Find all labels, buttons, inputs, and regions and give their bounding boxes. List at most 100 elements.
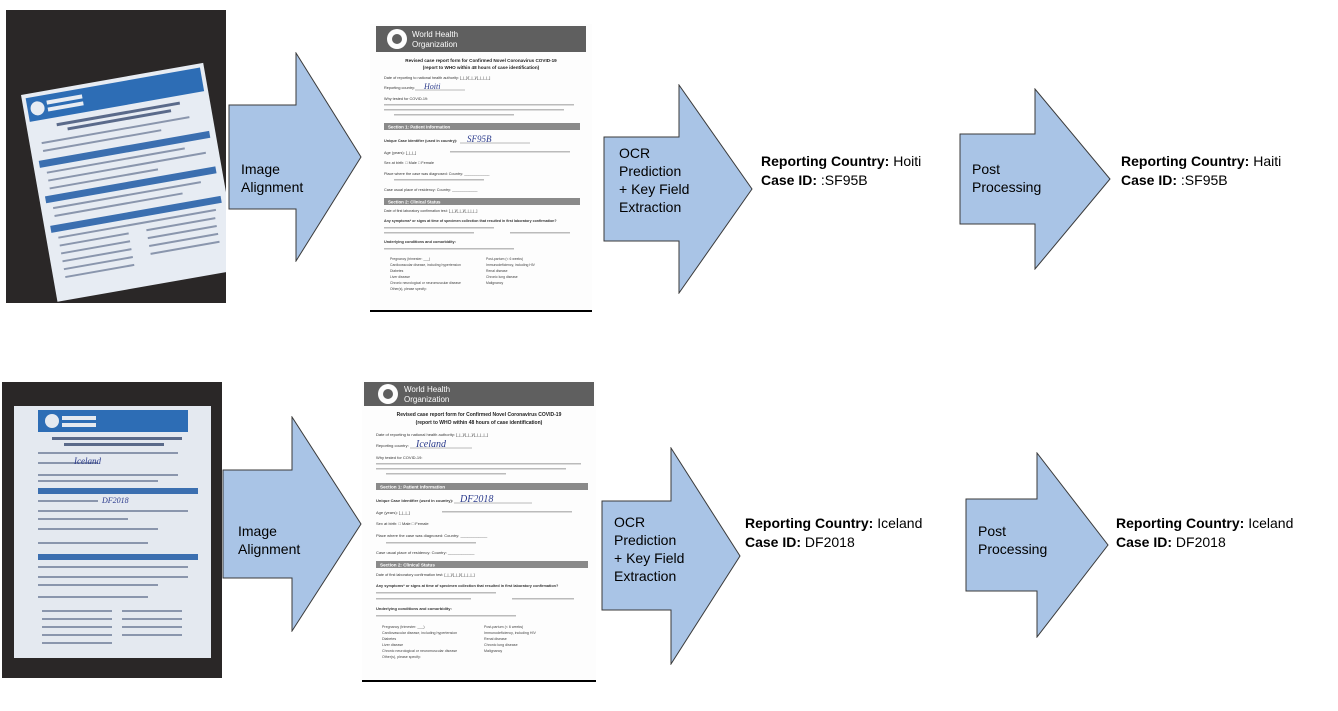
form-sex-label: Sex at birth: □ Male □ Female — [376, 521, 429, 526]
step-label: Post Processing — [978, 523, 1048, 557]
step-label: Image Alignment — [241, 161, 304, 195]
form-collect-label: Date of first laboratory confirmation te… — [384, 209, 477, 213]
arrow-shape — [959, 88, 1111, 270]
step-label: OCR Prediction + Key Field Extraction — [614, 514, 685, 584]
form-uid-label: Unique Case Identifier (used in country)… — [384, 139, 457, 143]
ocr-case-value: :SF95B — [820, 172, 868, 188]
final-country-key: Reporting Country: — [1121, 153, 1250, 169]
form-place-label: Place where the case was diagnosed: Coun… — [376, 533, 488, 538]
condition-item: Diabetes — [390, 269, 404, 273]
ocr-country-key: Reporting Country: — [745, 515, 874, 531]
handwritten-case-id: SF95B — [467, 134, 492, 144]
form-underlying-label: Underlying conditions and comorbidity: — [376, 606, 452, 611]
condition-item: Malignancy — [486, 281, 503, 285]
step-label: Image Alignment — [238, 523, 301, 557]
final-case-value: DF2018 — [1175, 534, 1226, 550]
form-sex-label: Sex at birth: □ Male □ Female — [384, 161, 434, 165]
form-symptoms-label: Any symptoms* or signs at time of specim… — [384, 219, 557, 223]
final-case-value: :SF95B — [1180, 172, 1228, 188]
ocr-result: Reporting Country: Hoiti Case ID: :SF95B — [761, 152, 921, 190]
form-conditions-left: Pregnancy (trimester: ___) Cardiovascula… — [390, 257, 461, 291]
condition-item: Cardiovascular disease, including hypert… — [390, 263, 461, 267]
final-country-key: Reporting Country: — [1116, 515, 1245, 531]
flow-arrow-post-processing: Post Processing — [959, 88, 1111, 270]
condition-item: Chronic neurological or neuromuscular di… — [390, 281, 461, 285]
final-result: Reporting Country: Iceland Case ID: DF20… — [1116, 514, 1293, 552]
final-country-value: Iceland — [1248, 515, 1294, 531]
arrow-shape — [228, 52, 362, 262]
form-date-label: Date of reporting to national health aut… — [376, 432, 488, 437]
form-symptoms-label: Any symptoms* or signs at time of specim… — [376, 584, 559, 588]
form-resid-label: Case usual place of residency: Country: … — [376, 550, 475, 555]
pipeline-row-1: Image Alignment World Health Organizatio… — [0, 0, 1338, 312]
arrow-shape — [222, 416, 362, 632]
final-country-value: Haiti — [1253, 153, 1282, 169]
step-label: Post Processing — [972, 161, 1042, 195]
handwritten-country: Iceland — [415, 439, 447, 450]
ocr-case-key: Case ID: — [761, 172, 818, 188]
form-place-label: Place where the case was diagnosed: Coun… — [384, 172, 490, 176]
condition-item: Immunodeficiency, including HIV — [486, 263, 536, 267]
condition-item: Pregnancy (trimester: ___) — [390, 257, 430, 261]
form-age-label: Age (years): [_|_|_] — [384, 151, 416, 155]
condition-item: Chronic neurological or neuromuscular di… — [382, 649, 457, 653]
form-country-label: Reporting country: — [384, 86, 415, 90]
condition-item: Chronic lung disease — [486, 275, 518, 279]
form-org-name-line2: Organization — [412, 40, 457, 49]
form-org-name-line1: World Health — [412, 30, 458, 39]
form-country-label: Reporting country: — [376, 443, 409, 448]
condition-item: Pregnancy (trimester: ___) — [382, 625, 425, 629]
condition-item: Liver disease — [390, 275, 410, 279]
form-title-line1: Revised case report form for Confirmed N… — [397, 412, 562, 418]
flow-arrow-post-processing: Post Processing — [965, 452, 1109, 638]
condition-item: Renal disease — [484, 637, 507, 641]
aligned-form-scan: World Health Organization Revised case r… — [362, 380, 596, 682]
form-collect-label: Date of first laboratory confirmation te… — [376, 573, 475, 577]
final-case-key: Case ID: — [1116, 534, 1173, 550]
form-age-label: Age (years): [_|_|_] — [376, 510, 410, 515]
flow-arrow-ocr: OCR Prediction + Key Field Extraction — [603, 84, 753, 294]
form-why-label: Why tested for COVID-19: — [376, 455, 422, 460]
condition-item: Post-partum (< 6 weeks) — [484, 625, 523, 629]
pipeline-row-2: Iceland DF2018 Image Alignment — [0, 372, 1338, 682]
ocr-case-key: Case ID: — [745, 534, 802, 550]
form-section2: Section 2: Clinical Status — [380, 563, 435, 568]
form-org-name-line1: World Health — [404, 385, 450, 394]
condition-item: Renal disease — [486, 269, 508, 273]
form-org-name-line2: Organization — [404, 395, 449, 404]
form-resid-label: Case usual place of residency: Country: … — [384, 188, 478, 192]
form-title-line2: (report to WHO within 48 hours of case i… — [423, 65, 540, 70]
form-why-label: Why tested for COVID-19: — [384, 97, 428, 101]
flow-arrow-image-alignment: Image Alignment — [228, 52, 362, 262]
flow-arrow-ocr: OCR Prediction + Key Field Extraction — [601, 447, 741, 665]
condition-item: Immunodeficiency, including HIV — [484, 631, 536, 635]
arrow-shape — [601, 447, 741, 665]
arrow-shape — [603, 84, 753, 294]
form-section2: Section 2: Clinical Status — [388, 200, 441, 205]
condition-item: Other(s), please specify: — [382, 655, 421, 659]
condition-item: Malignancy — [484, 649, 502, 653]
aligned-form-scan: World Health Organization Revised case r… — [370, 24, 592, 312]
step-label: OCR Prediction + Key Field Extraction — [619, 145, 690, 215]
ocr-country-key: Reporting Country: — [761, 153, 890, 169]
form-uid-label: Unique Case Identifier (used in country)… — [376, 498, 453, 503]
input-photo: Iceland DF2018 — [2, 382, 222, 678]
final-case-key: Case ID: — [1121, 172, 1178, 188]
photo-handwritten-country: Iceland — [73, 456, 101, 466]
straight-form-photo-graphic: Iceland DF2018 — [14, 406, 211, 658]
form-underlying-label: Underlying conditions and comorbidity: — [384, 240, 456, 244]
condition-item: Chronic lung disease — [484, 643, 518, 647]
ocr-case-value: DF2018 — [804, 534, 855, 550]
ocr-country-value: Hoiti — [893, 153, 922, 169]
form-title-line1: Revised case report form for Confirmed N… — [405, 58, 557, 63]
form-conditions-right: Post-partum (< 6 weeks) Immunodeficiency… — [486, 257, 536, 285]
form-date-label: Date of reporting to national health aut… — [384, 76, 490, 80]
condition-item: Liver disease — [382, 643, 403, 647]
input-photo — [6, 10, 226, 303]
tilted-form-photo-graphic — [21, 62, 226, 302]
handwritten-case-id: DF2018 — [459, 494, 493, 505]
handwritten-country: Hoiti — [423, 82, 440, 91]
ocr-result: Reporting Country: Iceland Case ID: DF20… — [745, 514, 922, 552]
flow-arrow-image-alignment: Image Alignment — [222, 416, 362, 632]
form-section1: Section 1: Patient information — [380, 485, 445, 490]
